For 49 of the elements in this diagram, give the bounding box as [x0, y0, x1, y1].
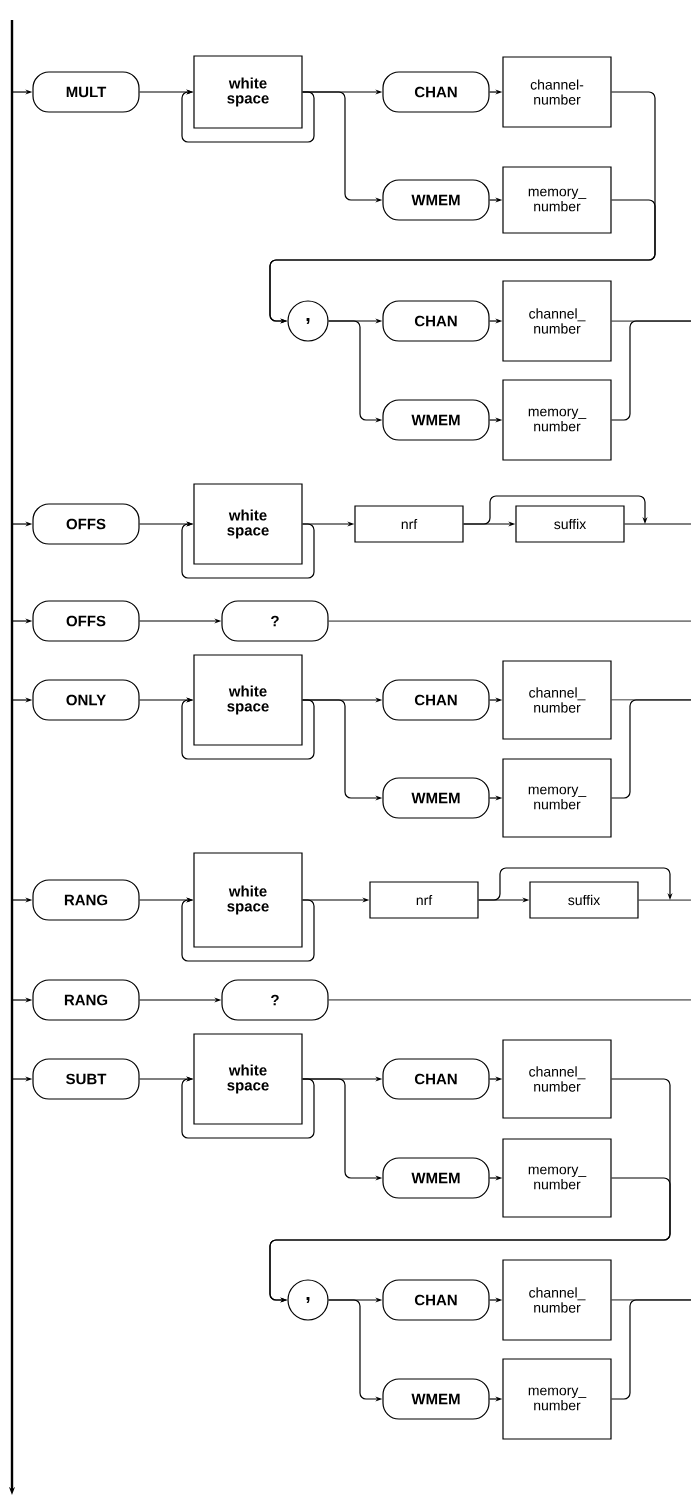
parameter-box: memory_ number: [502, 758, 612, 838]
keyword-box: WMEM: [382, 399, 490, 441]
parameter-box: channel_ number: [502, 1259, 612, 1341]
keyword-box: MULT: [32, 71, 140, 113]
parameter-box: memory_ number: [502, 1358, 612, 1440]
arrow: [181, 89, 315, 143]
arrow: [181, 1076, 315, 1139]
arrow: [463, 495, 648, 525]
parameter-box: channel_ number: [502, 1039, 612, 1119]
keyword-box: ?: [221, 600, 329, 642]
parameter-box: channel- number: [502, 56, 612, 128]
arrow: [181, 897, 315, 962]
keyword-box: RANG: [32, 979, 140, 1021]
parameter-box: nrf: [354, 505, 464, 543]
parameter-box: white space: [193, 55, 303, 129]
keyword-box: CHAN: [382, 679, 490, 721]
parameter-box: memory_ number: [502, 379, 612, 461]
arrow: [181, 697, 315, 760]
keyword-box: SUBT: [32, 1058, 140, 1100]
keyword-box: CHAN: [382, 1279, 490, 1321]
keyword-box: WMEM: [382, 777, 490, 819]
arrow: [478, 867, 673, 901]
keyword-box: CHAN: [382, 300, 490, 342]
parameter-box: white space: [193, 852, 303, 948]
keyword-box: WMEM: [382, 179, 490, 221]
keyword-box: OFFS: [32, 503, 140, 545]
parameter-box: nrf: [369, 881, 479, 919]
parameter-box: memory_ number: [502, 1138, 612, 1218]
parameter-box: memory_ number: [502, 166, 612, 234]
parameter-box: white space: [193, 1033, 303, 1125]
keyword-box: OFFS: [32, 600, 140, 642]
parameter-box: channel_ number: [502, 280, 612, 362]
keyword-box: ?: [221, 979, 329, 1021]
keyword-box: CHAN: [382, 71, 490, 113]
parameter-box: channel_ number: [502, 660, 612, 740]
parameter-box: suffix: [515, 505, 625, 543]
keyword-box: WMEM: [382, 1157, 490, 1199]
parameter-box: suffix: [529, 881, 639, 919]
parameter-box: white space: [193, 654, 303, 746]
connector-line: [328, 620, 691, 622]
keyword-box: ONLY: [32, 679, 140, 721]
arrow: [181, 521, 315, 579]
keyword-box: RANG: [32, 879, 140, 921]
keyword-box: CHAN: [382, 1058, 490, 1100]
connector-line: [624, 523, 691, 525]
keyword-box: WMEM: [382, 1378, 490, 1420]
connector-line: [328, 999, 691, 1001]
parameter-box: white space: [193, 483, 303, 565]
connector-line: [638, 899, 691, 901]
